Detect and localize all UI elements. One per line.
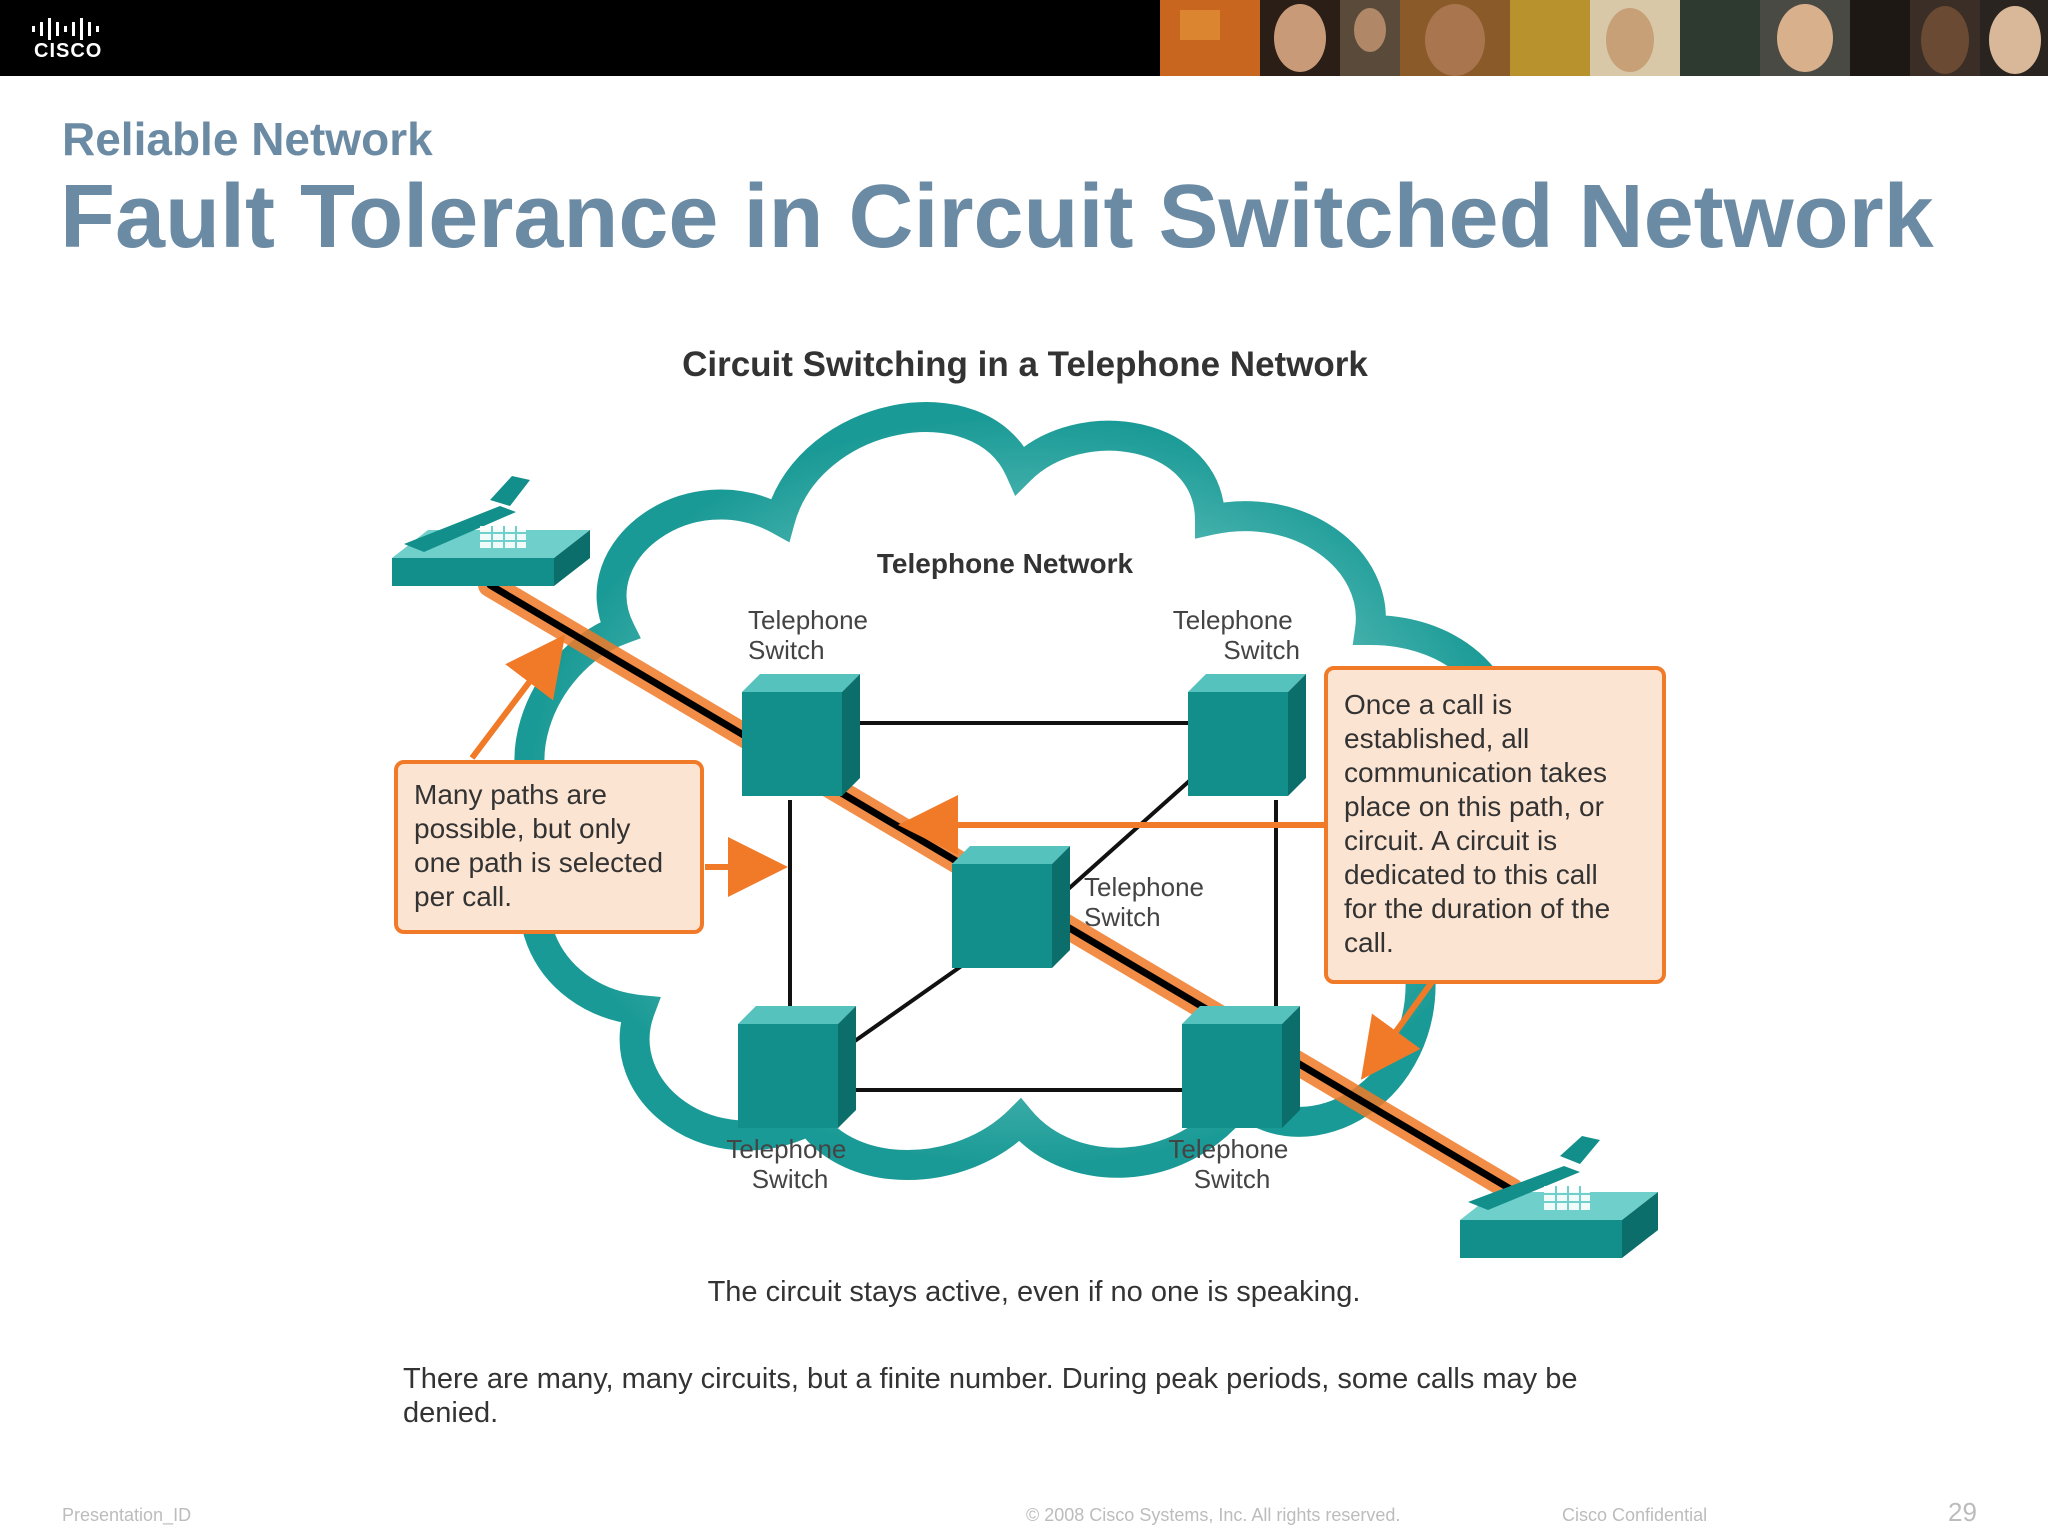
callout-right: Once a call is established, all communic… <box>1324 666 1666 984</box>
telephone-icon-right <box>1460 1136 1658 1258</box>
header-photo-strip <box>1160 0 2048 76</box>
switch-label-top-left: Telephone Switch <box>748 605 875 665</box>
svg-text:Many paths are possible,: Many paths are possible, but only one pa… <box>414 779 671 912</box>
header-bar: CISCO <box>0 0 2048 76</box>
slide-subtitle: Reliable Network <box>62 113 433 165</box>
cloud-label: Telephone Network <box>877 548 1134 579</box>
footer-presentation-id: Presentation_ID <box>62 1505 192 1525</box>
telephone-switch-center <box>952 846 1070 968</box>
circuit-switching-diagram: Circuit Switching in a Telephone Network… <box>392 345 1666 1308</box>
switch-label-bottom-right: Telephone Switch <box>1168 1134 1295 1194</box>
callout-arrows <box>469 634 1435 1080</box>
telephone-icon-left <box>392 476 590 586</box>
switch-label-bottom-left: Telephone Switch <box>726 1134 853 1194</box>
slide-title: Fault Tolerance in Circuit Switched Netw… <box>60 167 1934 267</box>
telephone-switch-top-right <box>1188 674 1306 796</box>
diagram-title: Circuit Switching in a Telephone Network <box>682 345 1368 384</box>
switch-label-top-right: Telephone Switch <box>1173 605 1300 665</box>
cisco-logo <box>32 18 99 40</box>
finite-circuits-note: There are many, many circuits, but a fin… <box>403 1363 1578 1429</box>
telephone-switch-top-left <box>742 674 860 796</box>
telephone-switch-bottom-left <box>738 1006 856 1128</box>
page-number: 29 <box>1948 1497 1977 1527</box>
footer-copyright: © 2008 Cisco Systems, Inc. All rights re… <box>1026 1505 1401 1525</box>
callout-left: Many paths are possible, but only one pa… <box>394 760 704 934</box>
cisco-logo-text: CISCO <box>34 40 103 62</box>
telephone-switch-bottom-right <box>1182 1006 1300 1128</box>
svg-text:Once a call is establish: Once a call is established, all communic… <box>1344 689 1618 958</box>
diagram-caption: The circuit stays active, even if no one… <box>708 1276 1361 1308</box>
switch-label-center: Telephone Switch <box>1084 872 1211 932</box>
footer-confidential: Cisco Confidential <box>1562 1505 1708 1525</box>
